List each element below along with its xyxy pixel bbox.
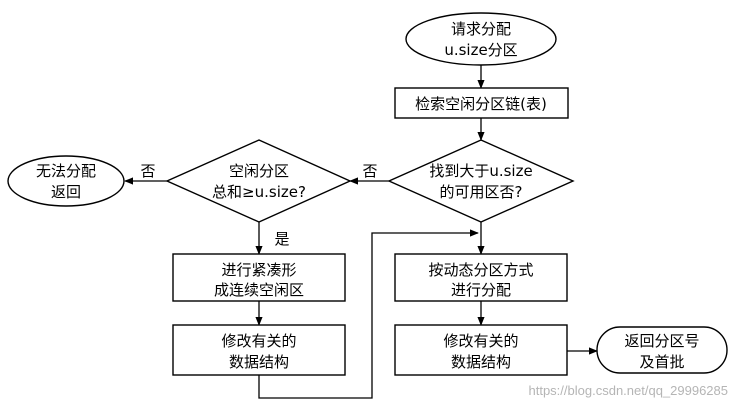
node-return-partition: 返回分区号 及首批 <box>596 326 728 374</box>
return-line1: 返回分区号 <box>624 332 699 350</box>
decision-total-free: 空闲分区 总和≥u.size? <box>165 139 352 223</box>
fail-line2: 返回 <box>51 183 81 201</box>
node-compaction: 进行紧凑形 成连续空闲区 <box>172 253 346 302</box>
label-total-no: 否 <box>140 162 155 180</box>
decision-find-available: 找到大于u.size 的可用区否? <box>387 139 575 223</box>
dynamic-line2: 进行分配 <box>451 281 511 299</box>
return-line2: 及首批 <box>639 353 684 371</box>
find-line1: 找到大于u.size <box>429 162 532 180</box>
compact-line2: 成连续空闲区 <box>214 281 304 299</box>
node-dynamic-allocation: 按动态分区方式 进行分配 <box>394 253 568 302</box>
request-line1: 请求分配 <box>451 20 511 38</box>
edge-modify-left-loop-to-dynamic <box>258 229 479 399</box>
connectors <box>124 65 598 399</box>
total-line2: 总和≥u.size? <box>212 183 306 201</box>
node-modify-data-right: 修改有关的 数据结构 <box>394 324 568 376</box>
modify-left-line1: 修改有关的 <box>221 332 296 350</box>
node-search-free-chain: 检索空闲分区链(表) <box>394 87 569 119</box>
node-cannot-allocate: 无法分配 返回 <box>7 155 125 207</box>
fail-line1: 无法分配 <box>36 162 96 180</box>
modify-left-line2: 数据结构 <box>229 353 289 371</box>
modify-right-line2: 数据结构 <box>451 353 511 371</box>
search-chain-label: 检索空闲分区链(表) <box>415 95 547 113</box>
find-line2: 的可用区否? <box>440 183 523 201</box>
node-request-allocation: 请求分配 u.size分区 <box>405 12 557 66</box>
label-total-yes: 是 <box>274 230 289 248</box>
watermark: https://blog.csdn.net/qq_29996285 <box>529 383 729 398</box>
modify-right-line1: 修改有关的 <box>443 332 518 350</box>
compact-line1: 进行紧凑形 <box>221 261 296 279</box>
label-find-no: 否 <box>362 162 377 180</box>
total-line1: 空闲分区 <box>229 162 289 180</box>
dynamic-line1: 按动态分区方式 <box>428 261 533 279</box>
node-modify-data-left: 修改有关的 数据结构 <box>172 324 346 376</box>
request-line2: u.size分区 <box>444 41 517 59</box>
